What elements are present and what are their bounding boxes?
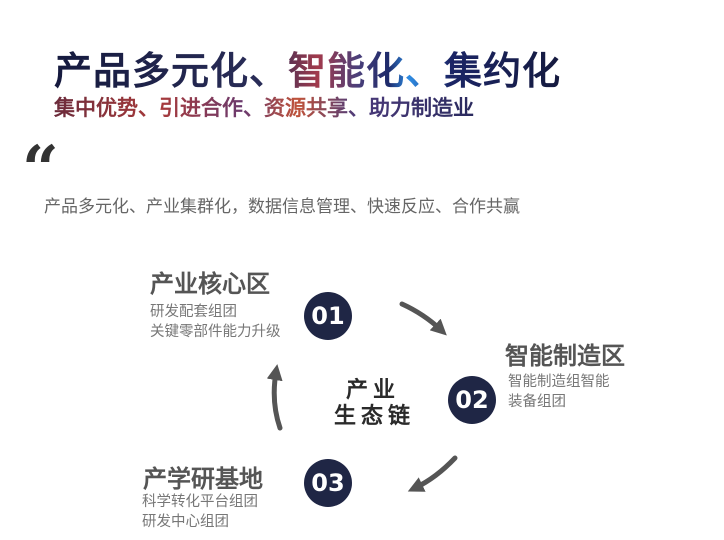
page-subtitle: 集中优势、引进合作、资源共享、助力制造业 xyxy=(54,92,474,122)
block-line: 装备组团 xyxy=(508,394,566,410)
block-line: 智能制造组智能 xyxy=(508,374,610,390)
cycle-center-line-1: 产业 xyxy=(346,378,401,403)
block-line: 研发配套组团 xyxy=(150,304,237,320)
step-badge-02: 02 xyxy=(448,376,496,424)
block-title-core-zone: 产业核心区 xyxy=(150,270,270,298)
quote-text: 产品多元化、产业集群化，数据信息管理、快速反应、合作共赢 xyxy=(44,197,520,217)
quote-open-icon: “ xyxy=(22,132,59,207)
cycle-center-line-2: 生态链 xyxy=(334,404,416,429)
block-line: 关键零部件能力升级 xyxy=(150,324,281,340)
block-title-research-base: 产学研基地 xyxy=(143,465,263,493)
arrow-2-to-3 xyxy=(407,455,458,492)
arrow-1-to-2 xyxy=(399,301,447,336)
arrow-3-to-1 xyxy=(266,364,283,431)
block-title-smart-manufacturing: 智能制造区 xyxy=(505,342,625,370)
block-line: 研发中心组团 xyxy=(142,514,229,530)
page-title: 产品多元化、智能化、集约化 xyxy=(54,40,561,95)
step-badge-01: 01 xyxy=(304,292,352,340)
step-badge-03: 03 xyxy=(304,459,352,507)
block-line: 科学转化平台组团 xyxy=(142,494,258,510)
